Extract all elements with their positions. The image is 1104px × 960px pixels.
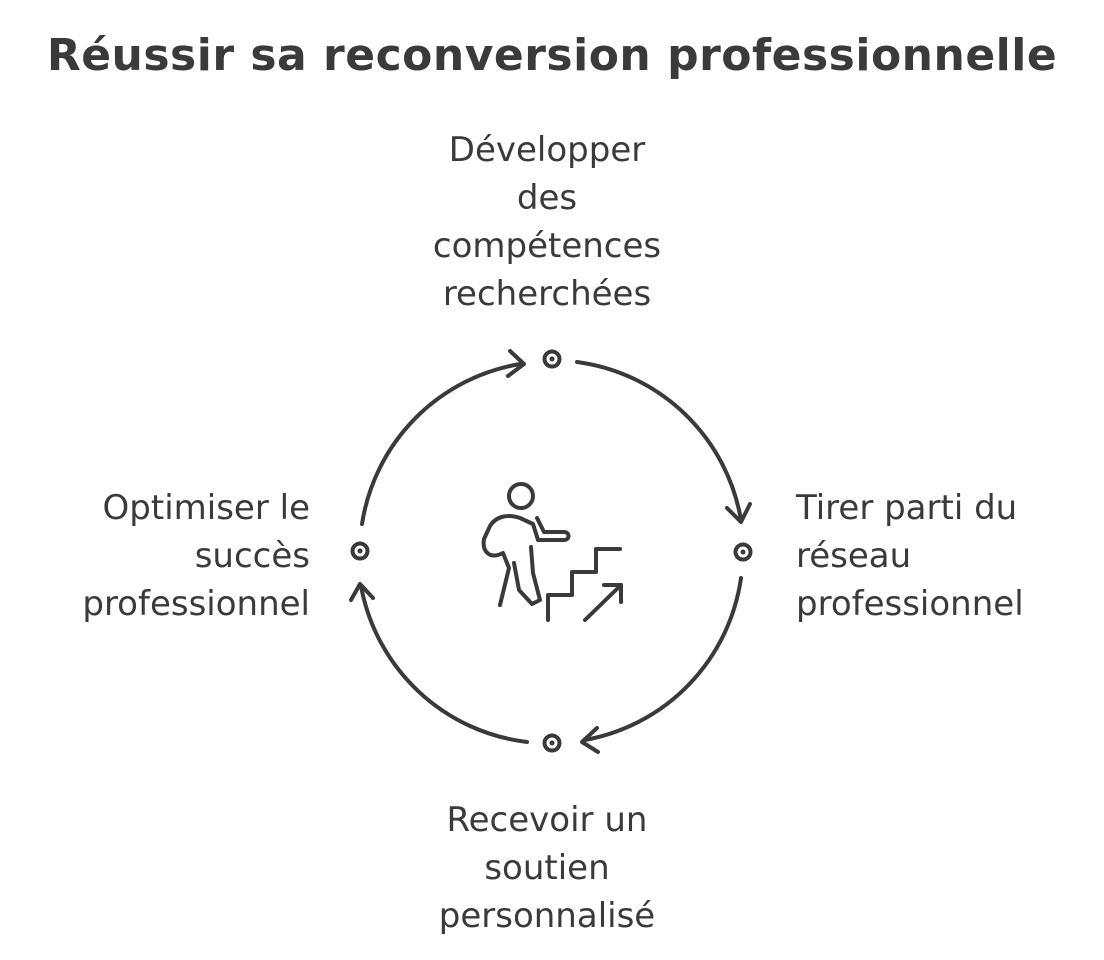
arrowhead-right <box>725 502 752 524</box>
arrowhead-bottom <box>580 726 600 754</box>
arc-bottom-to-left <box>359 584 529 744</box>
step-label-left: Optimiser le succès professionnel <box>82 488 310 624</box>
arc-top-to-right <box>575 360 743 522</box>
diagram-title: Réussir sa reconversion professionnelle <box>46 30 1058 81</box>
step-label-right: Tirer parti du réseau professionnel <box>796 488 1024 624</box>
arrowhead-left <box>349 582 375 602</box>
step-label-top: Développer des compétences recherchées <box>432 130 662 314</box>
arc-left-to-top <box>360 362 522 526</box>
arrowhead-top <box>506 349 526 378</box>
arc-right-to-bottom <box>583 576 743 742</box>
person-climbing-stairs-icon <box>481 482 623 622</box>
step-label-bottom: Recevoir un soutien personnalisé <box>438 800 656 936</box>
